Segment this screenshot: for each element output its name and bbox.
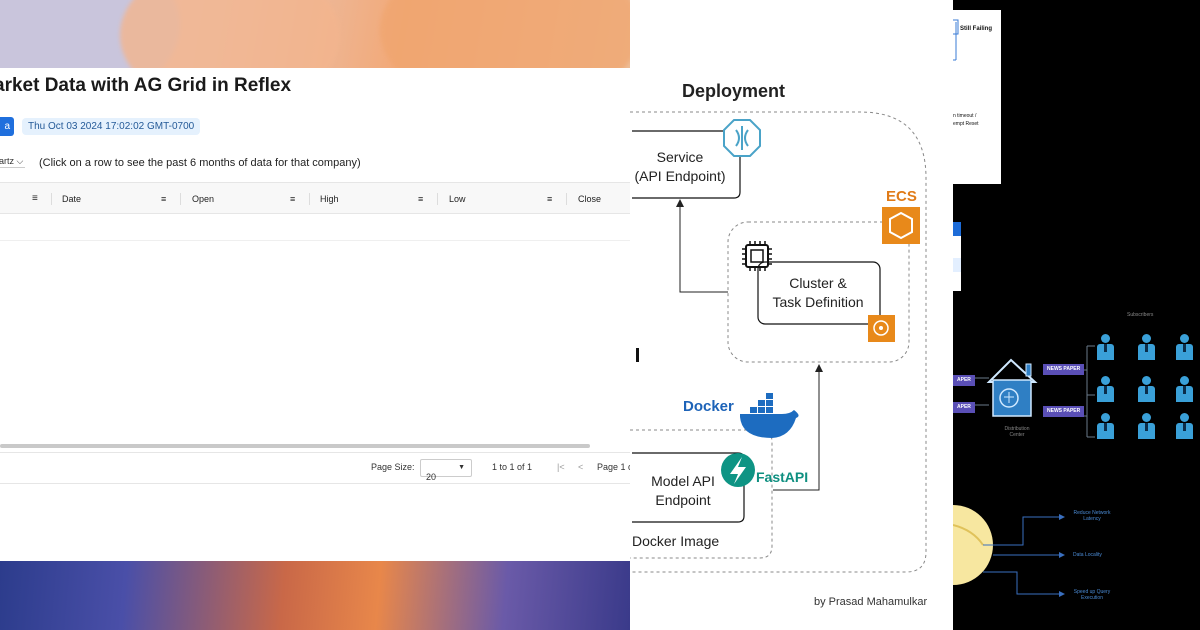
arrowhead [676, 199, 684, 207]
distribution-center-icon [986, 358, 1038, 417]
sphere-shape [953, 505, 993, 585]
filter-icon[interactable]: ≡ [547, 194, 553, 204]
task-definition-icon [868, 315, 895, 342]
fetch-data-button[interactable]: a [0, 117, 14, 136]
data-source-select[interactable]: uartz ⌵ [0, 156, 26, 168]
prev-page-icon[interactable]: < [578, 462, 584, 472]
column-separator[interactable] [309, 193, 310, 205]
column-separator[interactable] [51, 193, 52, 205]
ecs-group [727, 221, 910, 363]
docker-label: Docker [683, 398, 734, 415]
service-label: Service (API Endpoint) [632, 148, 728, 186]
list-item: Reduce Network Latency [1073, 510, 1111, 522]
page-indicator: Page 1 o [597, 462, 630, 472]
select-value: uartz [0, 156, 15, 166]
cluster-label-line: Task Definition [772, 294, 864, 310]
timeout-label-line: empt Reset [953, 121, 979, 127]
timestamp-badge: Thu Oct 03 2024 17:02:02 GMT-0700 [22, 118, 201, 135]
subscribers-label: Subscribers [1127, 312, 1154, 318]
grid-body[interactable] [0, 214, 630, 446]
distribution-label: Distribution Center [1004, 426, 1030, 438]
news-paper-tag: NEWS PAPER [1043, 406, 1085, 417]
background-bottom [0, 560, 630, 630]
column-header-high[interactable]: High [320, 183, 440, 215]
deployment-diagram: Deployment Service (API Endpoint) ECS Cl… [630, 0, 953, 630]
column-separator[interactable] [180, 193, 181, 205]
architecture-collage: Still Failing n timeout / empt Reset NEW… [953, 0, 1200, 630]
cpu-chip-icon [742, 241, 772, 271]
timeout-label-line: n timeout / [953, 113, 977, 119]
pagination-bar: Page Size: 20 ▼ 1 to 1 of 1 |< < Page 1 … [0, 452, 630, 484]
model-api-label-line: Endpoint [655, 492, 711, 508]
subscriber-icon [1096, 413, 1114, 439]
column-label: High [320, 194, 339, 204]
arrow-fastapi-to-ecs [773, 370, 820, 491]
list-item: Speed up Query Execution [1073, 589, 1111, 601]
first-page-icon[interactable]: |< [557, 462, 565, 472]
cluster-box [757, 261, 881, 325]
model-api-label-line: Model API [651, 473, 715, 489]
chevron-down-icon: ⌵ [16, 156, 24, 166]
subscriber-icon [1175, 376, 1193, 402]
row-count: 1 to 1 of 1 [492, 462, 533, 472]
arrowhead [815, 364, 823, 372]
hint-text: (Click on a row to see the past 6 months… [39, 157, 361, 169]
subscriber-icon [1096, 376, 1114, 402]
column-label: Close [578, 194, 602, 204]
ecs-label: ECS [886, 188, 917, 205]
page-size-select[interactable]: 20 ▼ [420, 459, 472, 482]
page-title: arket Data with AG Grid in Reflex [0, 75, 292, 96]
subscriber-icon [1137, 376, 1155, 402]
paper-tag: APER [953, 375, 975, 386]
service-label-line: Service [656, 149, 704, 165]
paper-tag: APER [953, 402, 975, 413]
still-failing-label: Still Failing [960, 26, 993, 32]
card-lines [953, 14, 1095, 597]
diagram-shapes [630, 111, 927, 573]
filter-icon[interactable]: ≡ [290, 194, 296, 204]
filter-icon[interactable]: ≡ [32, 193, 38, 204]
subscriber-icon [1175, 334, 1193, 360]
author-credit: by Prasad Mahamulkar [814, 596, 928, 608]
fastapi-label: FastAPI [756, 469, 809, 485]
news-paper-tag: NEWS PAPER [1043, 364, 1085, 375]
column-separator[interactable] [566, 193, 567, 205]
list-item: Data Locality [1073, 552, 1102, 558]
page-size-value: 20 [426, 472, 437, 482]
column-header-open[interactable]: Open [192, 183, 312, 215]
table-row[interactable] [0, 240, 630, 241]
edge-marker [636, 348, 639, 362]
docker-whale-icon [740, 393, 799, 438]
cluster-label-line: Cluster & [789, 275, 847, 291]
subscriber-icon [1175, 413, 1193, 439]
caret-down-icon: ▼ [458, 464, 465, 471]
deployment-container [630, 111, 927, 573]
column-label: Open [192, 194, 215, 204]
docker-image-label: Docker Image [632, 533, 720, 549]
ag-grid-app-screenshot: arket Data with AG Grid in Reflex a Thu … [0, 0, 630, 630]
subscriber-icon [1137, 334, 1155, 360]
api-gateway-icon [723, 119, 761, 157]
column-header-low[interactable]: Low [449, 183, 569, 215]
cluster-label: Cluster & Task Definition [762, 274, 874, 312]
ecs-icon [882, 207, 920, 244]
grid-header: ≡ Date ≡ Open ≡ High ≡ Low ≡ Clos [0, 182, 630, 214]
column-header-close[interactable]: Close [578, 183, 630, 215]
arrow-cluster-to-service [679, 205, 728, 293]
column-header-date[interactable]: Date [62, 183, 182, 215]
page-size-label: Page Size: [371, 462, 415, 472]
service-label-line: (API Endpoint) [634, 168, 726, 184]
subscriber-icon [1137, 413, 1155, 439]
fastapi-icon [721, 453, 755, 487]
column-separator[interactable] [437, 193, 438, 205]
model-api-label: Model API Endpoint [644, 472, 722, 510]
filter-icon[interactable]: ≡ [418, 194, 424, 204]
diagram-title: Deployment [682, 81, 786, 101]
column-label: Low [449, 194, 466, 204]
horizontal-scrollbar[interactable] [0, 444, 590, 448]
column-label: Date [62, 194, 82, 204]
subscriber-icon [1096, 334, 1114, 360]
filter-icon[interactable]: ≡ [161, 194, 167, 204]
